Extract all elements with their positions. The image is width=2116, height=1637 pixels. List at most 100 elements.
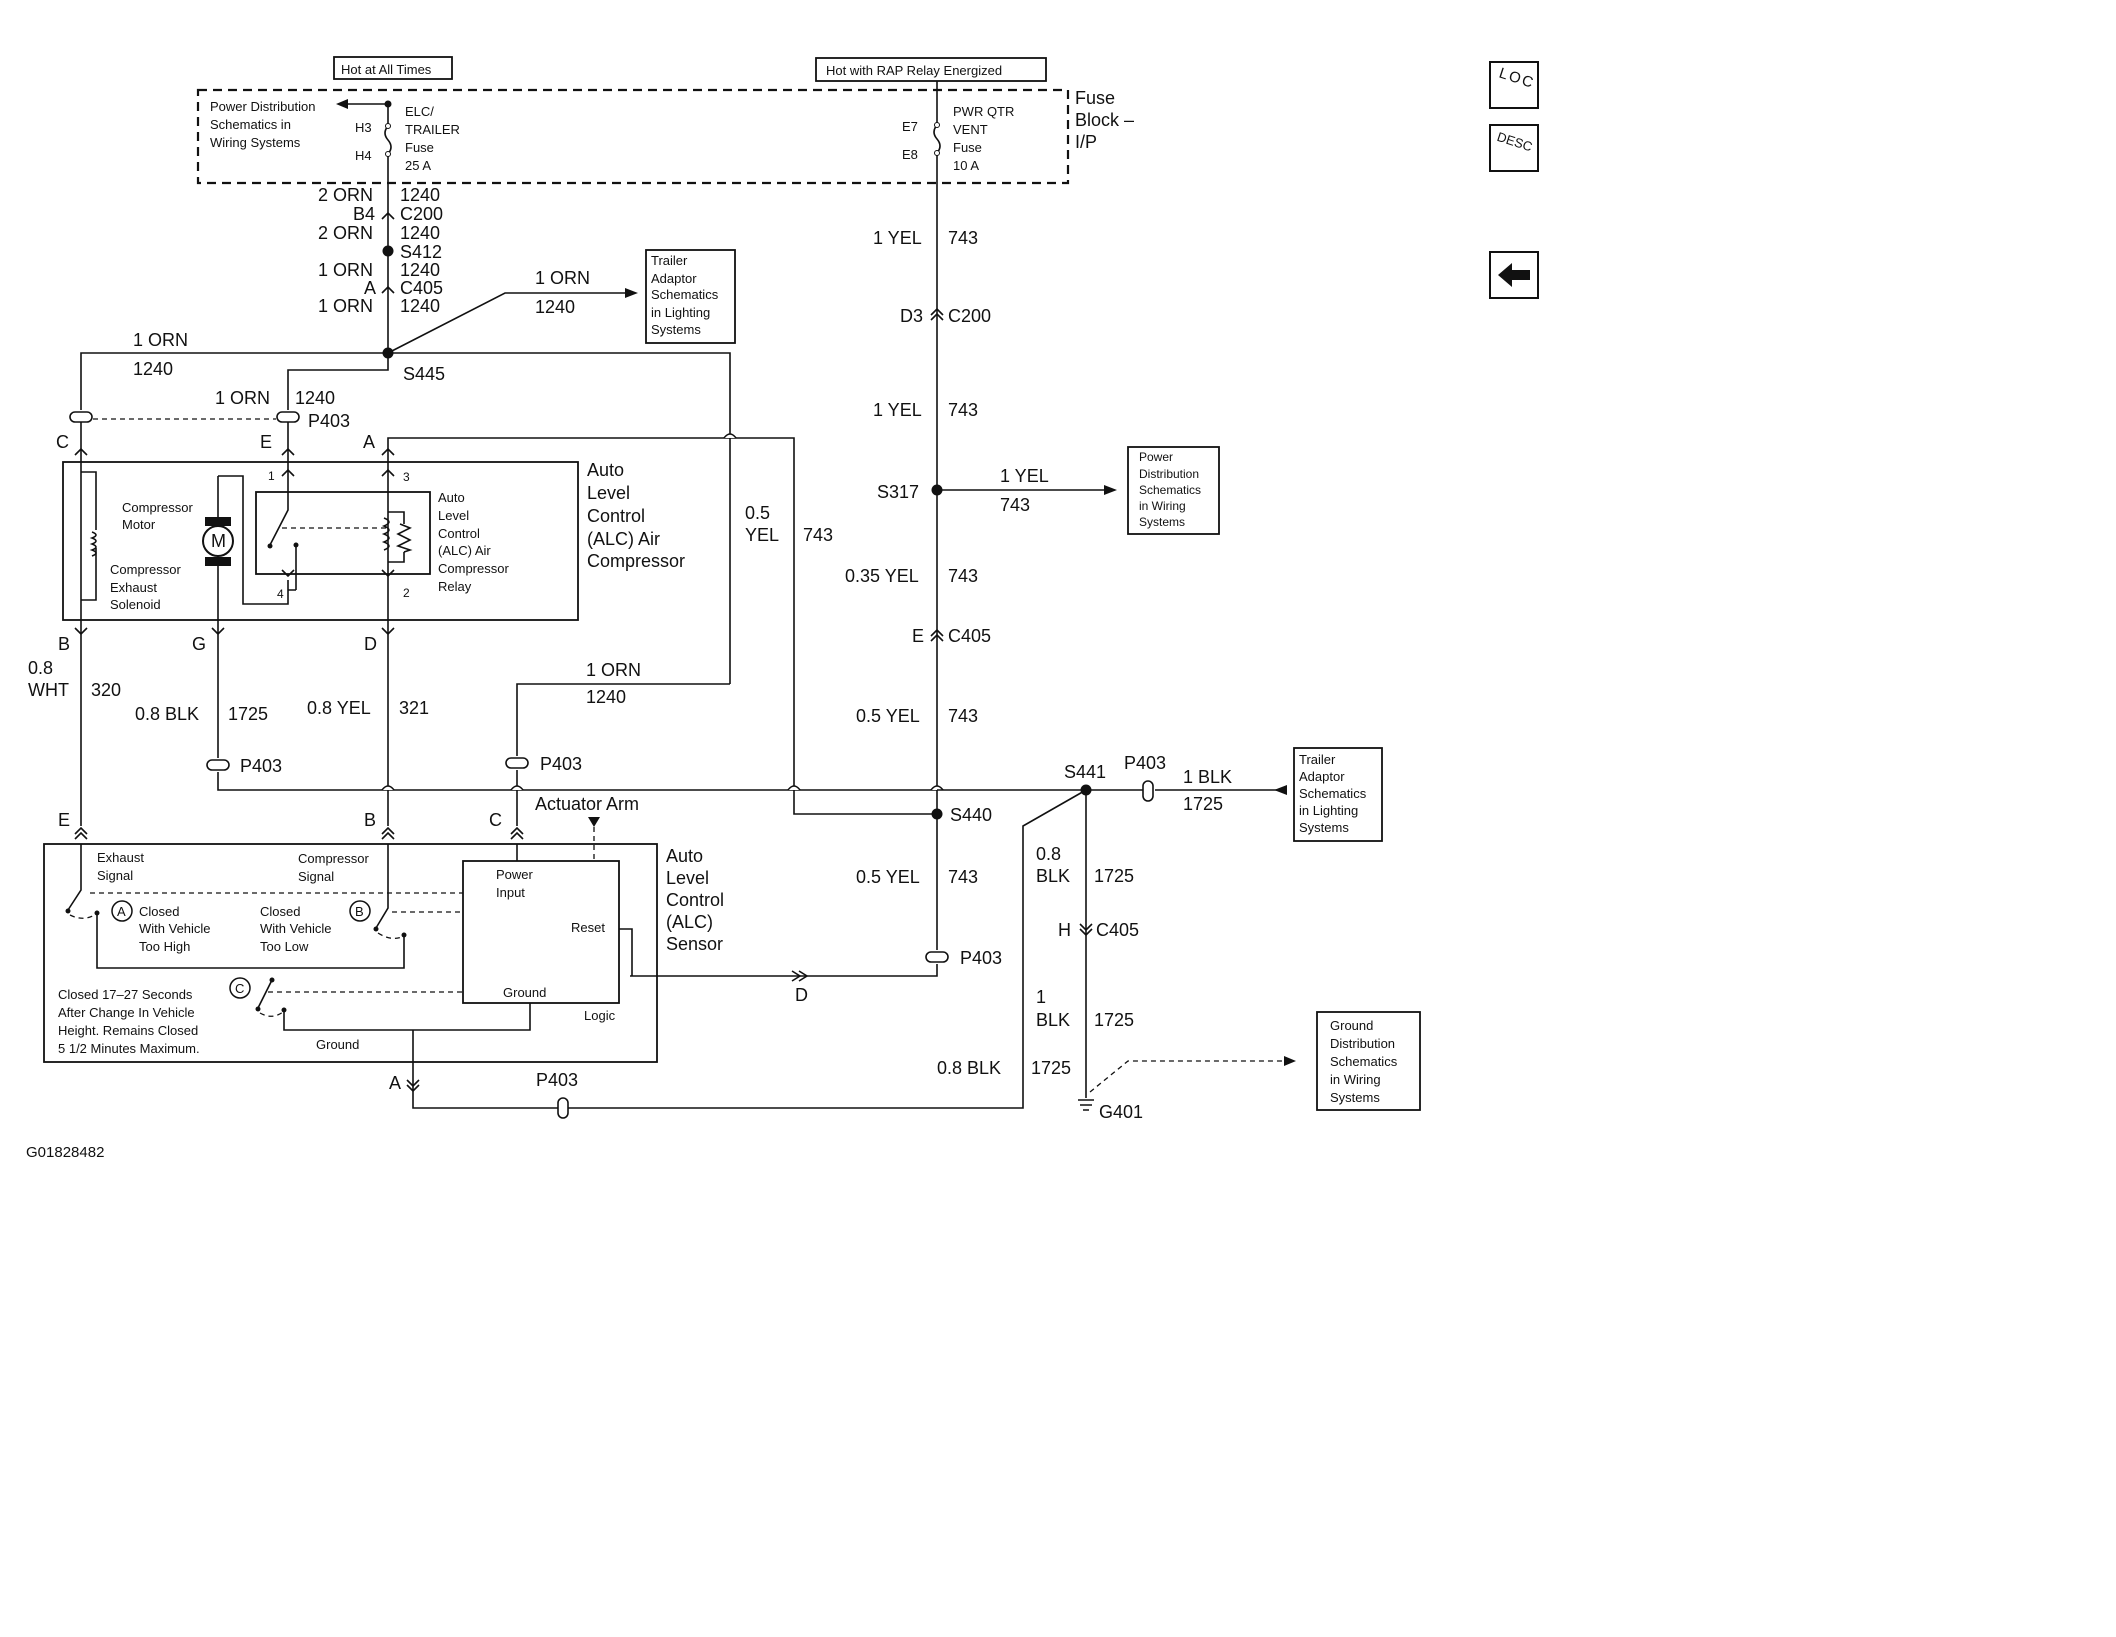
fuse-right-name-line1: PWR QTR bbox=[953, 104, 1014, 119]
switch-b-icon bbox=[349, 900, 371, 922]
mid-yel321-circuit: 321 bbox=[399, 698, 429, 718]
relay-box bbox=[255, 491, 431, 575]
trailer-top-ref-line1: Trailer bbox=[651, 253, 688, 268]
relay-line2: Level bbox=[438, 508, 469, 523]
relay-line1: Auto bbox=[438, 490, 465, 505]
figure-id: G01828482 bbox=[26, 1144, 104, 1161]
trailer-bottom-line4: in Lighting bbox=[1299, 803, 1358, 818]
relay-coil-icon bbox=[381, 517, 390, 551]
arrow-icon bbox=[336, 99, 348, 109]
p403-top-gauge: 1 ORN bbox=[215, 388, 270, 408]
right-w5-gauge: 0.5 YEL bbox=[856, 867, 920, 887]
compressor-signal-line1: Compressor bbox=[298, 851, 369, 866]
right-trunk: 1 YEL 743 D3 C200 1 YEL 743 S317 1 YEL 7… bbox=[630, 228, 1220, 977]
right-w3-circuit: 743 bbox=[948, 566, 978, 586]
switch-b-line1: Closed bbox=[260, 904, 300, 919]
solenoid-line2: Exhaust bbox=[110, 580, 157, 595]
right-c405-pin: E bbox=[912, 626, 924, 646]
compressor-pin-b: B bbox=[58, 634, 70, 654]
left-c405-pin: A bbox=[364, 278, 376, 298]
p403-left: P403 bbox=[240, 756, 282, 776]
right-c405: C405 bbox=[948, 626, 991, 646]
mid-yel-circuit: 743 bbox=[803, 525, 833, 545]
relay-line3: Control bbox=[438, 526, 480, 541]
sensor-pin-e: E bbox=[58, 810, 70, 830]
nav-desc-button[interactable]: DESC bbox=[1489, 124, 1539, 172]
ground-w2-circuit: 1725 bbox=[1094, 1010, 1134, 1030]
p403-ground-connector bbox=[1142, 780, 1154, 802]
sensor-pin-d: D bbox=[795, 985, 808, 1005]
trailer-top-ref-line5: Systems bbox=[651, 322, 701, 337]
solenoid-line3: Solenoid bbox=[110, 597, 161, 612]
compressor-title-line4: (ALC) Air bbox=[587, 529, 660, 549]
power-dist-ref-line1: Power Distribution bbox=[210, 99, 316, 114]
motor-line2: Motor bbox=[122, 517, 156, 532]
motor-line1: Compressor bbox=[122, 500, 193, 515]
right-w4-circuit: 743 bbox=[948, 706, 978, 726]
right-s440: S440 bbox=[950, 805, 992, 825]
relay-line4: (ALC) Air bbox=[438, 543, 491, 558]
p403-left-connector bbox=[206, 759, 230, 771]
hot-with-rap-label: Hot with RAP Relay Energized bbox=[826, 63, 1002, 78]
fuse-left-pin-bottom: H4 bbox=[355, 148, 372, 163]
note-line1: Closed 17–27 Seconds bbox=[58, 987, 193, 1002]
power-dist-line5: Systems bbox=[1139, 515, 1185, 529]
ground-circuit: 1725 bbox=[1183, 794, 1223, 814]
switch-b-line3: Too Low bbox=[260, 939, 309, 954]
sensor-pin-b: B bbox=[364, 810, 376, 830]
mid-wht-gauge-line1: 0.8 bbox=[28, 658, 53, 678]
nav-loc-button[interactable]: LOC bbox=[1489, 61, 1539, 109]
compressor-signal-line2: Signal bbox=[298, 869, 334, 884]
right-w2-gauge: 1 YEL bbox=[873, 400, 922, 420]
relay-line5: Compressor bbox=[438, 561, 509, 576]
power-dist-line2: Distribution bbox=[1139, 467, 1199, 481]
switch-c-letter: C bbox=[235, 981, 244, 996]
fuse-block-title-line1: Fuse bbox=[1075, 88, 1115, 108]
ground-gauge: 1 BLK bbox=[1183, 767, 1232, 787]
ground-w1-gauge-line2: BLK bbox=[1036, 866, 1070, 886]
compressor-title-line2: Level bbox=[587, 483, 630, 503]
ground-p403: P403 bbox=[1124, 753, 1166, 773]
fuse-left-name-line2: TRAILER bbox=[405, 122, 460, 137]
switch-a-line2: With Vehicle bbox=[139, 921, 211, 936]
exhaust-line1: Exhaust bbox=[97, 850, 144, 865]
ground-w3-circuit: 1725 bbox=[1031, 1058, 1071, 1078]
mid-yel-gauge-line2: YEL bbox=[745, 525, 779, 545]
p403-top-connectors: P403 bbox=[69, 411, 350, 462]
sensor-title-line5: Sensor bbox=[666, 934, 723, 954]
fuse-left-name-line1: ELC/ bbox=[405, 104, 434, 119]
trailer-bottom-line5: Systems bbox=[1299, 820, 1349, 835]
relay-pin3: 3 bbox=[403, 470, 410, 484]
power-dist-gauge: 1 YEL bbox=[1000, 466, 1049, 486]
mid-wht-gauge-line2: WHT bbox=[28, 680, 69, 700]
relay-pin1: 1 bbox=[268, 469, 275, 483]
sensor-actuator: Actuator Arm bbox=[535, 794, 639, 814]
trailer-top-ref-line4: in Lighting bbox=[651, 305, 710, 320]
relay-pin4: 4 bbox=[277, 587, 284, 601]
sensor-p403: P403 bbox=[536, 1070, 578, 1090]
power-dist-ref-box bbox=[1127, 446, 1220, 535]
fuse-block: Fuse Block – I/P Power Distribution Sche… bbox=[196, 81, 1134, 790]
solenoid-coil-icon bbox=[89, 531, 97, 557]
sensor-title-line3: Control bbox=[666, 890, 724, 910]
compressor-pin-a: A bbox=[363, 432, 375, 452]
power-dist-line1: Power bbox=[1139, 450, 1173, 464]
connector-c200 bbox=[381, 211, 395, 220]
logic-ground: Ground bbox=[503, 985, 546, 1000]
left-branch-gauge: 1 ORN bbox=[133, 330, 188, 350]
right-w4-gauge: 0.5 YEL bbox=[856, 706, 920, 726]
arrow-icon bbox=[1104, 485, 1117, 495]
ground-w2-gauge-line2: BLK bbox=[1036, 1010, 1070, 1030]
sensor-pin-c: C bbox=[489, 810, 502, 830]
connector-c405-right bbox=[930, 628, 944, 642]
compressor-title-line1: Auto bbox=[587, 460, 624, 480]
fuse-left-name-line3: Fuse bbox=[405, 140, 434, 155]
logic-label: Logic bbox=[584, 1008, 616, 1023]
mid-yel-gauge-line1: 0.5 bbox=[745, 503, 770, 523]
arrow-icon bbox=[1284, 1056, 1296, 1066]
left-c405: C405 bbox=[400, 278, 443, 298]
mid-yel321-gauge: 0.8 YEL bbox=[307, 698, 371, 718]
nav-back-button[interactable] bbox=[1489, 251, 1539, 299]
fuse-left-rating: 25 A bbox=[405, 158, 431, 173]
compressor-pin-c: C bbox=[56, 432, 69, 452]
